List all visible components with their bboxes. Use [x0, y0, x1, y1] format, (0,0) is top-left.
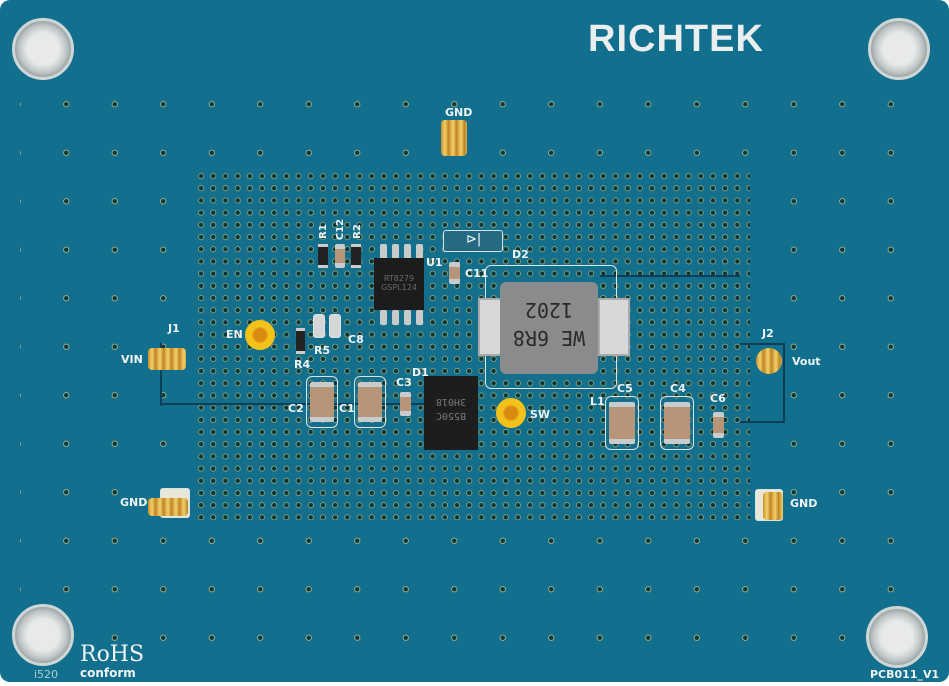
resistor-r4: [296, 328, 305, 354]
r5-label: R5: [314, 344, 331, 357]
c1-outline: [354, 376, 386, 428]
c4-label: C4: [670, 382, 686, 395]
sw-label: SW: [530, 408, 551, 421]
mounting-hole-bottom-left: [12, 604, 74, 666]
u1-pin: [392, 310, 399, 325]
diode-d2: ⊳|: [443, 230, 503, 252]
vout-label: Vout: [792, 355, 821, 368]
l1-label: L1: [590, 395, 605, 408]
u1-pin: [404, 310, 411, 325]
capacitor-c6: [713, 412, 724, 438]
vin-label: VIN: [121, 353, 143, 366]
gnd-terminal-right[interactable]: [763, 492, 783, 520]
c2-outline: [306, 376, 338, 428]
pcb-version: PCB011_V1: [870, 668, 940, 681]
u1-pin: [392, 244, 399, 259]
d1-marking-2: B550C: [435, 410, 467, 421]
c6-label: C6: [710, 392, 726, 405]
ic-u1: RT8279 GSPL124: [374, 258, 424, 310]
d1-label: D1: [412, 366, 429, 379]
c12-label: C12: [335, 218, 347, 241]
trace-out: [600, 275, 740, 277]
mounting-hole-top-left: [12, 18, 74, 80]
gnd-right-label: GND: [790, 497, 818, 510]
capacitor-c1: [358, 382, 382, 422]
richtek-logo: RICHTEK: [588, 18, 764, 60]
j1-label: J1: [168, 322, 180, 335]
r4-label: R4: [294, 358, 311, 371]
trace-vout: [740, 343, 785, 423]
capacitor-c5: [609, 402, 635, 444]
c3-label: C3: [396, 376, 412, 389]
resistor-r5: [313, 314, 325, 338]
c1-label: C1: [339, 402, 355, 415]
c2-label: C2: [288, 402, 304, 415]
capacitor-c4: [664, 402, 690, 444]
capacitor-c8: [329, 314, 341, 338]
inductor-marking-1: 1202: [524, 298, 574, 322]
trace-vin: [160, 343, 405, 406]
j1-vin-terminal[interactable]: [148, 348, 186, 370]
u1-pin: [416, 244, 423, 259]
gnd-top-label: GND: [445, 106, 473, 119]
en-label: EN: [226, 328, 243, 341]
en-test-point[interactable]: [245, 320, 275, 350]
c4-outline: [660, 396, 694, 450]
inductor-pad-right: [598, 298, 630, 356]
capacitor-c11: [449, 262, 460, 284]
capacitor-c2: [310, 382, 334, 422]
inductor-l1: 1202 WE 6R8: [500, 282, 598, 374]
j2-vout-terminal[interactable]: [756, 348, 782, 374]
d2-label: D2: [512, 248, 529, 261]
diode-symbol-icon: ⊳|: [466, 232, 482, 247]
capacitor-c12: [335, 244, 345, 268]
trace-vin-bottom: [160, 403, 430, 405]
gnd-left-label: GND: [120, 496, 148, 509]
d1-marking-1: 3H018: [435, 396, 467, 407]
board-code: i520: [34, 668, 59, 681]
resistor-r1: [318, 244, 328, 268]
rohs-label: RoHS: [80, 642, 145, 667]
r1-label: R1: [317, 224, 329, 239]
j2-label: J2: [762, 327, 774, 340]
gnd-terminal-top[interactable]: [441, 120, 467, 156]
mounting-hole-top-right: [868, 18, 930, 80]
u1-pin: [380, 244, 387, 259]
u1-pin: [380, 310, 387, 325]
c5-label: C5: [617, 382, 633, 395]
u1-marking: RT8279 GSPL124: [381, 274, 417, 292]
inductor-marking-2: WE 6R8: [512, 326, 586, 350]
u1-pin: [416, 310, 423, 325]
resistor-r2: [351, 244, 361, 268]
mounting-hole-bottom-right: [866, 606, 928, 668]
gnd-terminal-left[interactable]: [148, 498, 188, 516]
prototype-area: [195, 170, 750, 520]
r2-label: R2: [351, 224, 363, 239]
c11-label: C11: [465, 267, 489, 280]
u1-label: U1: [426, 256, 443, 269]
sw-test-point[interactable]: [496, 398, 526, 428]
u1-pin: [404, 244, 411, 259]
capacitor-c3: [400, 392, 411, 416]
conform-label: conform: [80, 666, 136, 680]
c5-outline: [605, 396, 639, 450]
c8-label: C8: [348, 333, 364, 346]
